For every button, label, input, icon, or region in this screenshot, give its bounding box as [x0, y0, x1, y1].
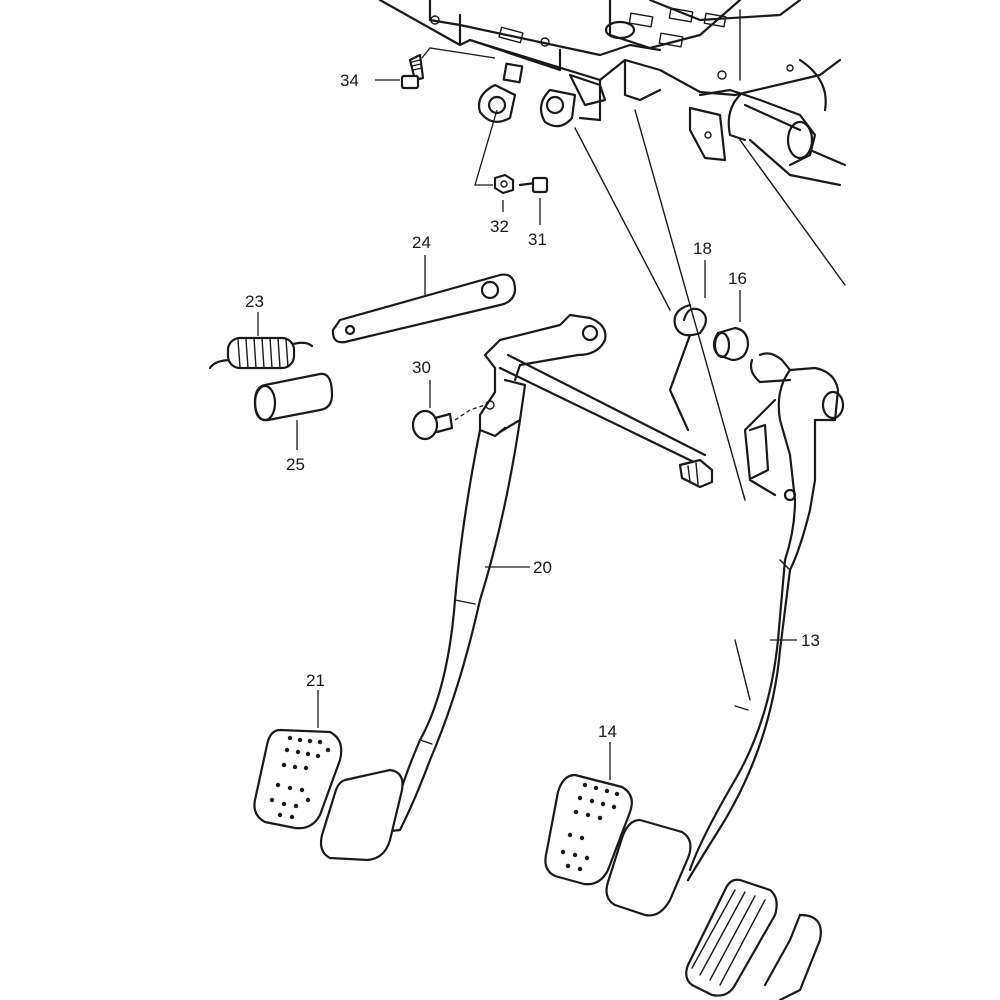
callout-24: 24: [412, 233, 431, 252]
callout-30: 30: [412, 358, 431, 377]
callout-34: 34: [340, 71, 359, 90]
part-18-return-spring: [668, 260, 708, 432]
callout-32: 32: [490, 217, 509, 236]
part-32-nut: [493, 173, 515, 212]
callout-25: 25: [286, 455, 305, 474]
part-20-pedal-arm: [380, 313, 607, 834]
callout-labels: 34 32 31 24 18 16 23 30 25 20 13 21 14: [245, 71, 820, 741]
part-16-bushing: [712, 290, 750, 362]
callout-23: 23: [245, 292, 264, 311]
part-25-bushing: [253, 372, 334, 450]
pedal-cross-shaft: [498, 353, 714, 489]
part-13-pedal-arm: [686, 352, 845, 882]
callout-21: 21: [306, 671, 325, 690]
part-14-pedal-pad: [544, 742, 633, 886]
callout-14: 14: [598, 722, 617, 741]
part-34-bolt: [375, 47, 496, 90]
callout-13: 13: [801, 631, 820, 650]
left-pedal-pad: [319, 768, 404, 862]
part-24-link-plate: [331, 255, 517, 344]
mounting-bracket: [378, 0, 842, 128]
part-23-spring: [208, 312, 314, 370]
part-21-pedal-pad: [253, 690, 343, 830]
callout-20: 20: [533, 558, 552, 577]
callout-18: 18: [693, 239, 712, 258]
callout-16: 16: [728, 269, 747, 288]
right-pedal-pad: [605, 818, 692, 917]
master-cylinder: [688, 9, 847, 187]
callout-31: 31: [528, 230, 547, 249]
accelerator-pedal: [685, 878, 822, 1000]
part-31-bolt: [518, 176, 549, 225]
part-30-pin: [411, 380, 486, 441]
